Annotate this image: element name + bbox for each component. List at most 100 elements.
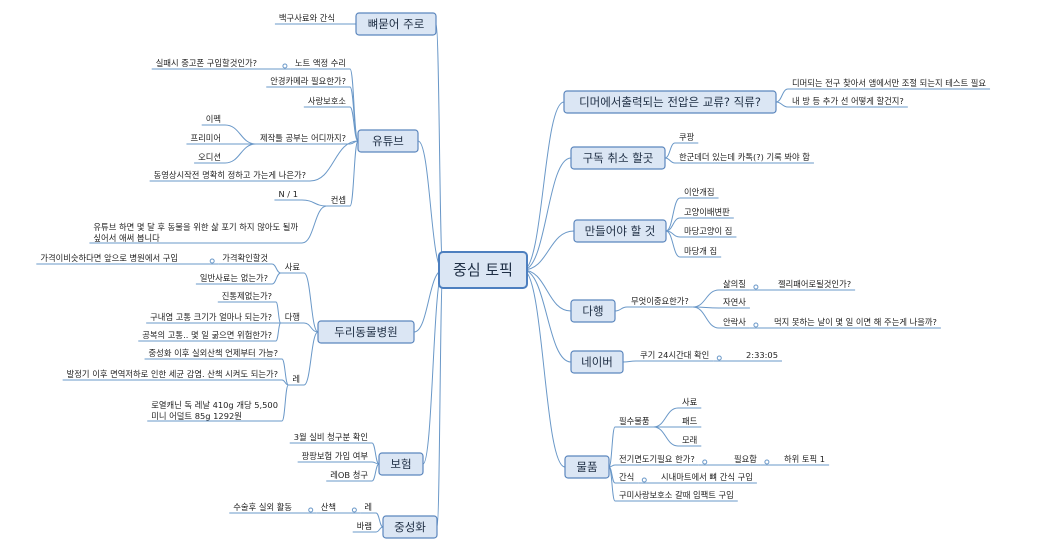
topic-left-2-children-2-children-0[interactable]: 중성화 이후 실외산책 언제부터 가능? [149, 348, 278, 358]
topic-right-0-children-1[interactable]: 내 방 등 추가 선 어떻게 할건지? [792, 96, 904, 106]
collapse-dot-icon[interactable] [209, 258, 215, 264]
collapse-dot-icon[interactable] [716, 355, 722, 361]
topic-right-3-children-0-children-0[interactable]: 삶의질 [723, 279, 746, 289]
main-topic-right-1[interactable]: 구독 취소 할곳 [570, 146, 666, 170]
topic-right-5-children-2-children-0[interactable]: 시내마트에서 뼈 간식 구입 [661, 472, 753, 482]
main-topic-label: 물품 [576, 460, 597, 474]
main-topic-right-3[interactable]: 다행 [570, 299, 616, 323]
topic-label: 수술후 실외 활동 [233, 502, 292, 512]
topic-left-1-children-4[interactable]: 동영상시작전 명확히 정하고 가는게 나은가? [154, 170, 306, 180]
topic-left-4-children-0-children-0[interactable]: 산책 [321, 502, 336, 512]
main-topic-left-0[interactable]: 뼈묻어 주로 [355, 12, 437, 36]
main-topic-right-4[interactable]: 네이버 [570, 350, 624, 374]
topic-right-5-children-1-children-0[interactable]: 필요함 [734, 454, 757, 464]
topic-left-3-children-0[interactable]: 3월 실비 청구분 확인 [294, 432, 368, 442]
topic-right-5-children-0-children-1[interactable]: 패드 [682, 416, 698, 426]
topic-left-2-children-1[interactable]: 다행 [285, 312, 300, 322]
topic-left-4-children-1[interactable]: 바램 [357, 521, 372, 531]
topic-right-2-children-1[interactable]: 고양이배변판 [684, 207, 730, 217]
topic-left-1-children-2[interactable]: 사랑보호소 [308, 96, 347, 106]
topic-left-2-children-1-children-2[interactable]: 공복의 고통.. 몇 일 굶으면 위험한가? [142, 330, 272, 340]
main-topic-left-2[interactable]: 두리동물병원 [317, 320, 415, 344]
collapse-dot-icon[interactable] [753, 284, 759, 290]
topic-left-2-children-1-children-1[interactable]: 구내염 고통 크기가 얼마나 되는가? [150, 312, 272, 322]
topic-left-4-children-0[interactable]: 레 [364, 502, 372, 512]
topic-right-3-children-0-children-0-children-0[interactable]: 젤리패어로될것인가? [778, 279, 851, 289]
main-topic-right-5[interactable]: 물품 [564, 455, 610, 479]
main-topic-label: 중성화 [394, 520, 426, 534]
topic-label: 필수물품 [619, 416, 650, 426]
topic-right-4-children-0[interactable]: 쿠기 24시간대 확인 [640, 350, 709, 360]
topic-label: 중성화 이후 실외산책 언제부터 가능? [149, 348, 278, 358]
main-topic-left-3[interactable]: 보험 [378, 452, 424, 476]
topic-right-3-children-0[interactable]: 무엇이중요한가? [631, 296, 689, 306]
topic-label: 로열캐닌 독 레날 410g 개당 5,500 [151, 400, 278, 410]
topic-right-3-children-0-children-1[interactable]: 자연사 [723, 297, 746, 307]
topic-left-3-children-2[interactable]: 레OB 청구 [330, 470, 368, 480]
main-topic-label: 두리동물병원 [334, 325, 397, 339]
topic-right-5-children-2[interactable]: 간식 [619, 472, 634, 482]
topic-right-5-children-0-children-0[interactable]: 사료 [682, 397, 698, 407]
topic-left-2-children-2[interactable]: 레 [292, 374, 300, 384]
topic-label: 가격확인할것 [222, 253, 268, 263]
main-topic-label: 구독 취소 할곳 [583, 151, 654, 165]
collapse-dot-icon[interactable] [308, 507, 314, 513]
topic-left-3-children-1[interactable]: 팡팡보험 가입 여부 [302, 451, 369, 461]
main-topic-left-4[interactable]: 중성화 [382, 515, 438, 539]
main-topic-label: 다행 [582, 304, 603, 318]
topic-label: 안경카메라 필요한가? [270, 76, 346, 86]
topic-right-5-children-1[interactable]: 전기면도기필요 한가? [619, 454, 695, 464]
collapse-dot-icon[interactable] [702, 459, 708, 465]
topic-left-2-children-1-children-0[interactable]: 진통제없는가? [222, 291, 272, 301]
topic-right-1-children-1[interactable]: 한군데더 있는데 카톡(?) 기록 봐야 함 [679, 152, 810, 162]
topic-right-5-children-0-children-2[interactable]: 모래 [682, 435, 697, 445]
topic-left-1-children-3[interactable]: 제작툴 공부는 어디까지? [260, 133, 346, 143]
topic-label: 내 방 등 추가 선 어떻게 할건지? [792, 96, 904, 106]
topic-left-1-children-0[interactable]: 노트 액정 수리 [295, 58, 346, 68]
topic-label: 삶의질 [723, 279, 746, 289]
topic-left-4-children-0-children-0-children-0[interactable]: 수술후 실외 활동 [233, 502, 292, 512]
topic-right-2-children-0[interactable]: 이안개집 [684, 187, 715, 197]
main-topic-right-2[interactable]: 만들어야 할 것 [573, 219, 667, 243]
topic-left-1-children-1[interactable]: 안경카메라 필요한가? [270, 76, 346, 86]
topic-right-2-children-3[interactable]: 마당개 집 [684, 246, 717, 256]
collapse-dot-icon[interactable] [351, 507, 357, 513]
topic-left-1-children-5[interactable]: 컨셉 [331, 195, 346, 205]
topic-left-1-children-3-children-2[interactable]: 오디션 [198, 152, 221, 162]
topic-left-1-children-3-children-1[interactable]: 프리미어 [190, 133, 221, 143]
topic-right-5-children-1-children-0-children-0[interactable]: 하위 토픽 1 [784, 454, 825, 464]
topic-right-4-children-0-children-0[interactable]: 2:33:05 [746, 350, 778, 360]
central-topic[interactable]: 중심 토픽 [438, 251, 528, 289]
topic-right-3-children-0-children-2-children-0[interactable]: 먹지 못하는 날이 몇 일 이면 해 주는게 나을까? [774, 317, 937, 327]
topic-left-2-children-0-children-1[interactable]: 일반사료는 없는가? [200, 273, 268, 283]
topic-right-1-children-0[interactable]: 쿠팡 [679, 132, 695, 142]
topic-left-1-children-3-children-0[interactable]: 이펙 [206, 114, 221, 124]
topic-label: 공복의 고통.. 몇 일 굶으면 위험한가? [142, 330, 272, 340]
main-topic-left-1[interactable]: 유튜브 [357, 129, 419, 153]
topic-label: 마당고양이 집 [684, 226, 732, 236]
topic-left-2-children-0[interactable]: 사료 [285, 262, 301, 272]
topic-label: 레 [364, 502, 372, 512]
topic-label: 구내염 고통 크기가 얼마나 되는가? [150, 312, 272, 322]
topic-left-2-children-0-children-0-children-0[interactable]: 가격이비슷하다면 앞으로 병원에서 구입 [40, 253, 178, 263]
topic-right-2-children-2[interactable]: 마당고양이 집 [684, 226, 732, 236]
topic-left-1-children-5-children-0[interactable]: N / 1 [278, 189, 298, 199]
main-topic-right-0[interactable]: 디머에서출력되는 전압은 교류? 직류? [563, 90, 777, 114]
topic-label: 백구사료와 간식 [279, 13, 335, 23]
collapse-dot-icon[interactable] [753, 322, 759, 328]
collapse-dot-icon[interactable] [282, 63, 288, 69]
central-topic-label: 중심 토픽 [453, 261, 513, 279]
collapse-dot-icon[interactable] [764, 459, 770, 465]
topic-left-0-children-0[interactable]: 백구사료와 간식 [279, 13, 335, 23]
topic-right-5-children-0[interactable]: 필수물품 [619, 416, 650, 426]
topic-right-5-children-3[interactable]: 구미사랑보호소 갈때 임팩트 구입 [619, 490, 734, 500]
topic-right-3-children-0-children-2[interactable]: 안락사 [723, 317, 746, 327]
collapse-dot-icon[interactable] [641, 477, 647, 483]
topic-label: 이안개집 [684, 187, 715, 197]
topic-right-0-children-0[interactable]: 디머되는 전구 찾아서 앰에서만 조절 되는지 테스트 필요 [792, 78, 986, 88]
topic-left-2-children-2-children-1[interactable]: 발정기 이후 면역저하로 인한 세균 감염. 산책 시켜도 되는가? [67, 369, 278, 379]
topic-left-1-children-0-children-0[interactable]: 실패시 중고폰 구입할것인가? [156, 58, 257, 68]
topic-left-2-children-0-children-0[interactable]: 가격확인할것 [222, 253, 268, 263]
